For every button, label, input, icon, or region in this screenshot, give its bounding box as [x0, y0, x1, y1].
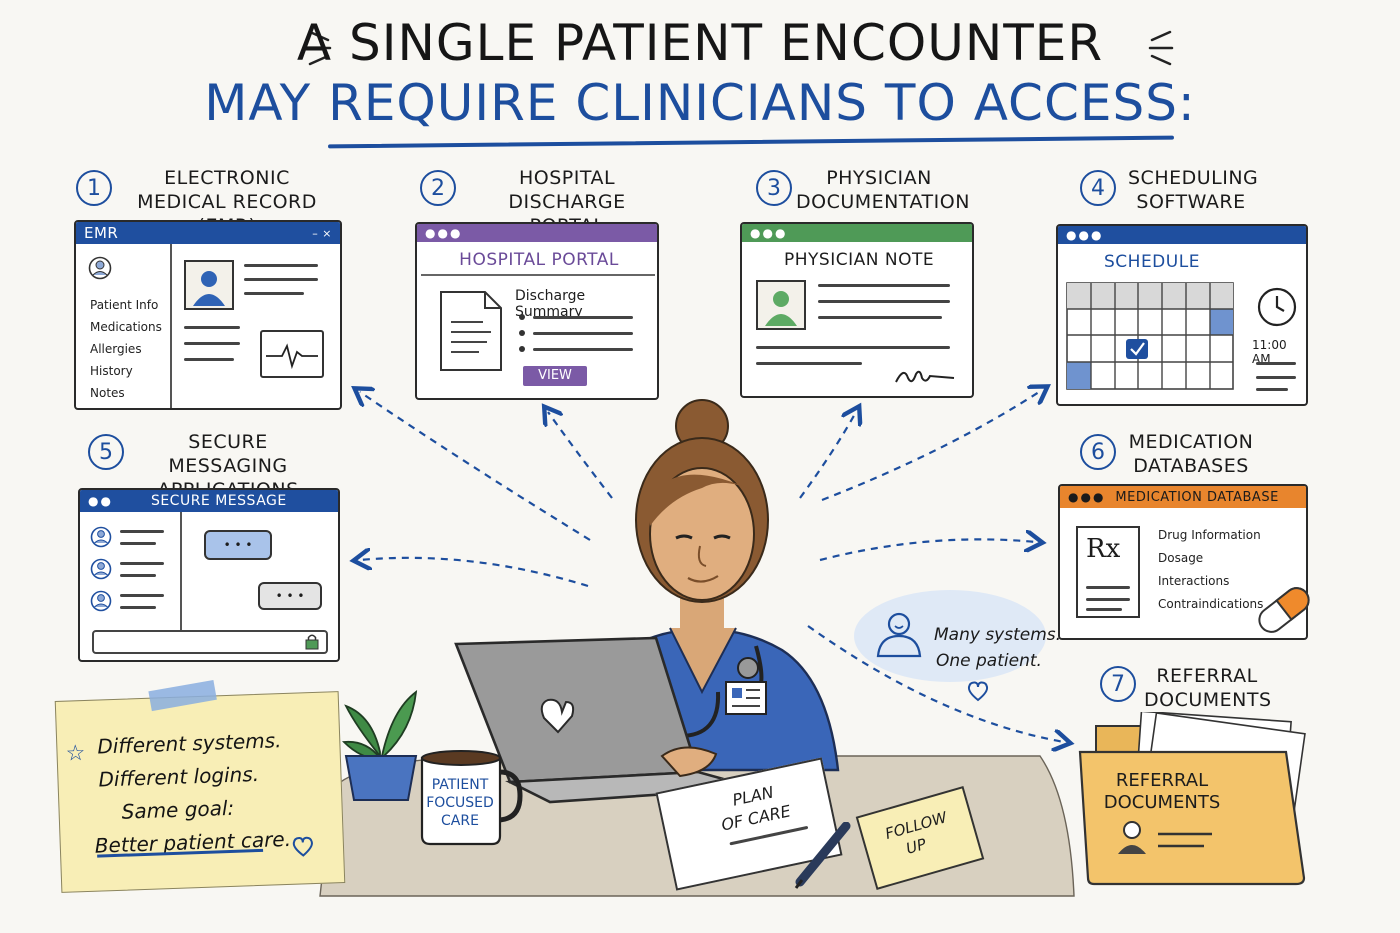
plant-illustration: [342, 690, 418, 801]
medication-window-title: MEDICATION DATABASE: [1115, 489, 1279, 505]
arrow-to-referral: [807, 625, 1064, 742]
arrow-to-emr: [360, 392, 591, 541]
emr-menu-patient-info[interactable]: Patient Info: [90, 298, 159, 312]
heartbeat-monitor-icon: [260, 330, 324, 378]
label-referral: REFERRAL DOCUMENTS: [1144, 665, 1272, 711]
label-physician: PHYSICIAN DOCUMENTATION: [796, 167, 970, 213]
clock-icon: [1256, 286, 1298, 332]
step-number-2: 2: [420, 170, 456, 206]
portal-window[interactable]: ●●● HOSPITAL PORTAL Discharge Summary VI…: [415, 222, 659, 400]
chat-bubble-received: • • •: [258, 582, 322, 610]
prescription-document-icon: Rx: [1076, 526, 1140, 618]
emr-menu-notes[interactable]: Notes: [90, 386, 125, 400]
mug-text: PATIENT FOCUSED CARE: [426, 777, 494, 829]
emr-window[interactable]: EMR – × Patient Info Medications Allergi…: [74, 220, 342, 410]
med-item-interactions[interactable]: Interactions: [1158, 574, 1230, 588]
referral-folder-icon[interactable]: [1076, 712, 1316, 892]
arrow-to-portal: [548, 412, 613, 499]
view-button[interactable]: VIEW: [523, 366, 587, 386]
med-item-contraindications[interactable]: Contraindications: [1158, 597, 1264, 611]
medication-window[interactable]: ●●● MEDICATION DATABASE Rx Drug Informat…: [1058, 484, 1308, 640]
label-medication: MEDICATION DATABASES: [1128, 431, 1254, 477]
contact-avatar-icon[interactable]: [90, 558, 112, 584]
messaging-window-title: SECURE MESSAGE: [150, 493, 287, 509]
pill-capsule-icon: [1252, 580, 1316, 644]
referral-folder-label: REFERRAL DOCUMENTS: [1103, 770, 1221, 813]
heart-icon: [966, 680, 990, 706]
med-item-drug-information[interactable]: Drug Information: [1158, 528, 1261, 542]
step-number-4: 4: [1080, 170, 1116, 206]
window-dots-icon: ●●●: [1068, 490, 1106, 504]
contact-avatar-icon[interactable]: [90, 590, 112, 616]
physician-note-title: PHYSICIAN NOTE: [784, 250, 935, 270]
schedule-title: SCHEDULE: [1104, 252, 1200, 272]
pen-icon: [794, 822, 851, 889]
emr-menu-allergies[interactable]: Allergies: [90, 342, 142, 356]
schedule-window[interactable]: ●●● SCHEDULE 11:00 AM: [1056, 224, 1308, 406]
contact-avatar-icon[interactable]: [90, 526, 112, 552]
coffee-mug-icon: [420, 750, 523, 846]
arrow-to-scheduling: [821, 390, 1042, 502]
med-item-dosage[interactable]: Dosage: [1158, 551, 1204, 565]
emr-window-title: EMR: [84, 224, 119, 242]
patient-photo-icon: [184, 260, 234, 310]
step-number-3: 3: [756, 170, 792, 206]
title-decoration-left: [306, 24, 336, 68]
step-number-6: 6: [1080, 434, 1116, 470]
portal-title: HOSPITAL PORTAL: [459, 250, 619, 270]
emr-menu-medications[interactable]: Medications: [90, 320, 162, 334]
clinician-outline-icon: [874, 610, 924, 662]
window-controls-icon[interactable]: – ×: [312, 226, 332, 240]
lock-icon: [304, 633, 320, 655]
sticky-line-4: Better patient care.: [94, 826, 292, 858]
message-input[interactable]: [92, 630, 328, 654]
sticky-line-1: Different systems.: [96, 728, 282, 759]
step-number-1: 1: [76, 170, 112, 206]
sticky-note: ☆ Different systems. Different logins. S…: [54, 679, 346, 893]
window-dots-icon: ●●●: [750, 226, 788, 240]
window-dots-icon: ●●: [88, 494, 113, 508]
signature-icon: [894, 364, 958, 392]
heart-icon: [291, 835, 316, 862]
arrow-to-medication: [819, 539, 1036, 562]
emr-menu-history[interactable]: History: [90, 364, 133, 378]
chat-bubble-sent: • • •: [204, 530, 272, 560]
step-number-5: 5: [88, 434, 124, 470]
window-dots-icon: ●●●: [1066, 228, 1104, 242]
physician-window[interactable]: ●●● PHYSICIAN NOTE: [740, 222, 974, 398]
physician-photo-icon: [756, 280, 806, 330]
thought-bubble-text: Many systems. One patient.: [934, 625, 1062, 671]
messaging-window[interactable]: ●● SECURE MESSAGE • • • • • •: [78, 488, 340, 662]
arrow-to-physician: [799, 412, 856, 499]
label-scheduling: SCHEDULING SOFTWARE: [1128, 167, 1259, 213]
calendar-grid[interactable]: [1066, 282, 1246, 392]
star-icon: ☆: [65, 740, 86, 767]
arrow-to-messaging: [360, 558, 589, 588]
window-dots-icon: ●●●: [425, 226, 463, 240]
document-icon: [439, 290, 503, 376]
laptop-illustration[interactable]: [448, 636, 768, 804]
page-title: A SINGLE PATIENT ENCOUNTER: [296, 14, 1104, 72]
step-number-7: 7: [1100, 666, 1136, 702]
thought-bubble: [854, 590, 1046, 682]
page-subtitle: MAY REQUIRE CLINICIANS TO ACCESS:: [204, 74, 1196, 132]
patient-avatar-icon: [88, 256, 112, 284]
title-decoration-right: [1144, 24, 1174, 68]
